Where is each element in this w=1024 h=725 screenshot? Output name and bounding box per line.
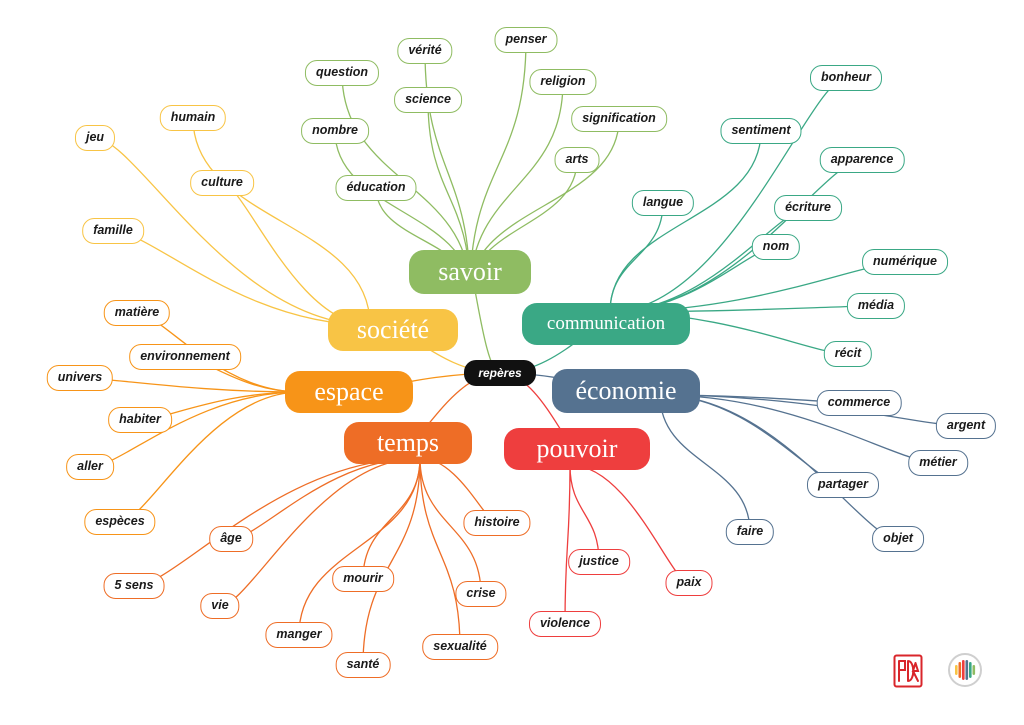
link-communication-langue bbox=[609, 202, 664, 313]
leaf-especes[interactable]: espèces bbox=[84, 509, 156, 535]
leaf-nombre[interactable]: nombre bbox=[301, 118, 369, 144]
leaf-histoire[interactable]: histoire bbox=[463, 510, 531, 536]
leaf-culture[interactable]: culture bbox=[190, 170, 254, 196]
link-societe-humain bbox=[192, 117, 371, 326]
logo-bar bbox=[962, 660, 965, 680]
category-temps[interactable]: temps bbox=[344, 422, 472, 464]
leaf-ecriture[interactable]: écriture bbox=[774, 195, 842, 221]
leaf-education[interactable]: éducation bbox=[335, 175, 417, 201]
link-societe-jeu bbox=[94, 137, 371, 326]
link-societe-culture bbox=[221, 182, 371, 326]
leaf-religion[interactable]: religion bbox=[529, 69, 597, 95]
link-temps-age bbox=[230, 457, 421, 540]
leaf-question[interactable]: question bbox=[304, 60, 380, 86]
leaf-univers[interactable]: univers bbox=[46, 365, 114, 391]
leaf-jeu[interactable]: jeu bbox=[74, 125, 116, 151]
logo-bar bbox=[958, 662, 962, 678]
logo-bar bbox=[969, 662, 972, 678]
leaf-metier[interactable]: métier bbox=[908, 450, 968, 476]
color-bars-logo bbox=[947, 652, 983, 693]
leaf-science[interactable]: science bbox=[394, 87, 462, 113]
link-economie-objet bbox=[659, 394, 899, 540]
logo-bar bbox=[955, 665, 958, 675]
center-node-reperes[interactable]: repères bbox=[464, 360, 536, 386]
link-pouvoir-violence bbox=[564, 464, 571, 625]
link-savoir-penser bbox=[469, 39, 527, 293]
link-communication-sentiment bbox=[609, 130, 762, 313]
link-temps-manger bbox=[298, 457, 421, 636]
leaf-sentiment[interactable]: sentiment bbox=[720, 118, 802, 144]
logo-bar bbox=[972, 665, 976, 675]
link-temps-sexualite bbox=[419, 457, 461, 648]
leaf-sexualite[interactable]: sexualité bbox=[422, 634, 498, 660]
leaf-aller[interactable]: aller bbox=[66, 454, 114, 480]
leaf-matiere[interactable]: matière bbox=[103, 300, 171, 326]
leaf-objet[interactable]: objet bbox=[872, 526, 924, 552]
leaf-signification[interactable]: signification bbox=[571, 106, 667, 132]
category-communication[interactable]: communication bbox=[522, 303, 690, 345]
leaf-5-sens[interactable]: 5 sens bbox=[103, 573, 165, 599]
leaf-apparence[interactable]: apparence bbox=[819, 147, 905, 173]
leaf-justice[interactable]: justice bbox=[568, 549, 630, 575]
leaf-argent[interactable]: argent bbox=[935, 413, 997, 439]
leaf-penser[interactable]: penser bbox=[494, 27, 558, 53]
leaf-violence[interactable]: violence bbox=[528, 611, 602, 637]
leaf-humain[interactable]: humain bbox=[159, 105, 227, 131]
category-savoir[interactable]: savoir bbox=[409, 250, 531, 294]
leaf-commerce[interactable]: commerce bbox=[816, 390, 902, 416]
category-societe[interactable]: société bbox=[328, 309, 458, 351]
leaf-mourir[interactable]: mourir bbox=[332, 566, 394, 592]
leaf-sante[interactable]: santé bbox=[335, 652, 391, 678]
leaf-verite[interactable]: vérité bbox=[397, 38, 453, 64]
leaf-langue[interactable]: langue bbox=[631, 190, 695, 216]
leaf-paix[interactable]: paix bbox=[665, 570, 713, 596]
link-temps-crise bbox=[419, 457, 482, 595]
category-pouvoir[interactable]: pouvoir bbox=[504, 428, 650, 470]
leaf-age[interactable]: âge bbox=[209, 526, 253, 552]
leaf-numerique[interactable]: numérique bbox=[862, 249, 948, 275]
leaf-recit[interactable]: récit bbox=[823, 341, 873, 367]
leaf-faire[interactable]: faire bbox=[725, 519, 775, 545]
red-seal-logo bbox=[893, 654, 923, 693]
category-economie[interactable]: économie bbox=[552, 369, 700, 413]
link-communication-apparence bbox=[609, 159, 863, 313]
leaf-bonheur[interactable]: bonheur bbox=[810, 65, 882, 91]
leaf-crise[interactable]: crise bbox=[455, 581, 507, 607]
leaf-environnement[interactable]: environnement bbox=[129, 344, 241, 370]
leaf-media[interactable]: média bbox=[846, 293, 906, 319]
leaf-vie[interactable]: vie bbox=[200, 593, 240, 619]
leaf-famille[interactable]: famille bbox=[82, 218, 144, 244]
link-economie-faire bbox=[659, 394, 751, 533]
link-temps-sante bbox=[362, 457, 421, 666]
leaf-arts[interactable]: arts bbox=[554, 147, 600, 173]
link-pouvoir-justice bbox=[569, 464, 600, 563]
link-espace-univers bbox=[79, 377, 301, 393]
link-communication-ecriture bbox=[609, 207, 809, 313]
leaf-manger[interactable]: manger bbox=[265, 622, 333, 648]
category-espace[interactable]: espace bbox=[285, 371, 413, 413]
leaf-nom[interactable]: nom bbox=[751, 234, 801, 260]
logo-bar bbox=[965, 660, 969, 680]
leaf-habiter[interactable]: habiter bbox=[108, 407, 172, 433]
leaf-partager[interactable]: partager bbox=[806, 472, 880, 498]
